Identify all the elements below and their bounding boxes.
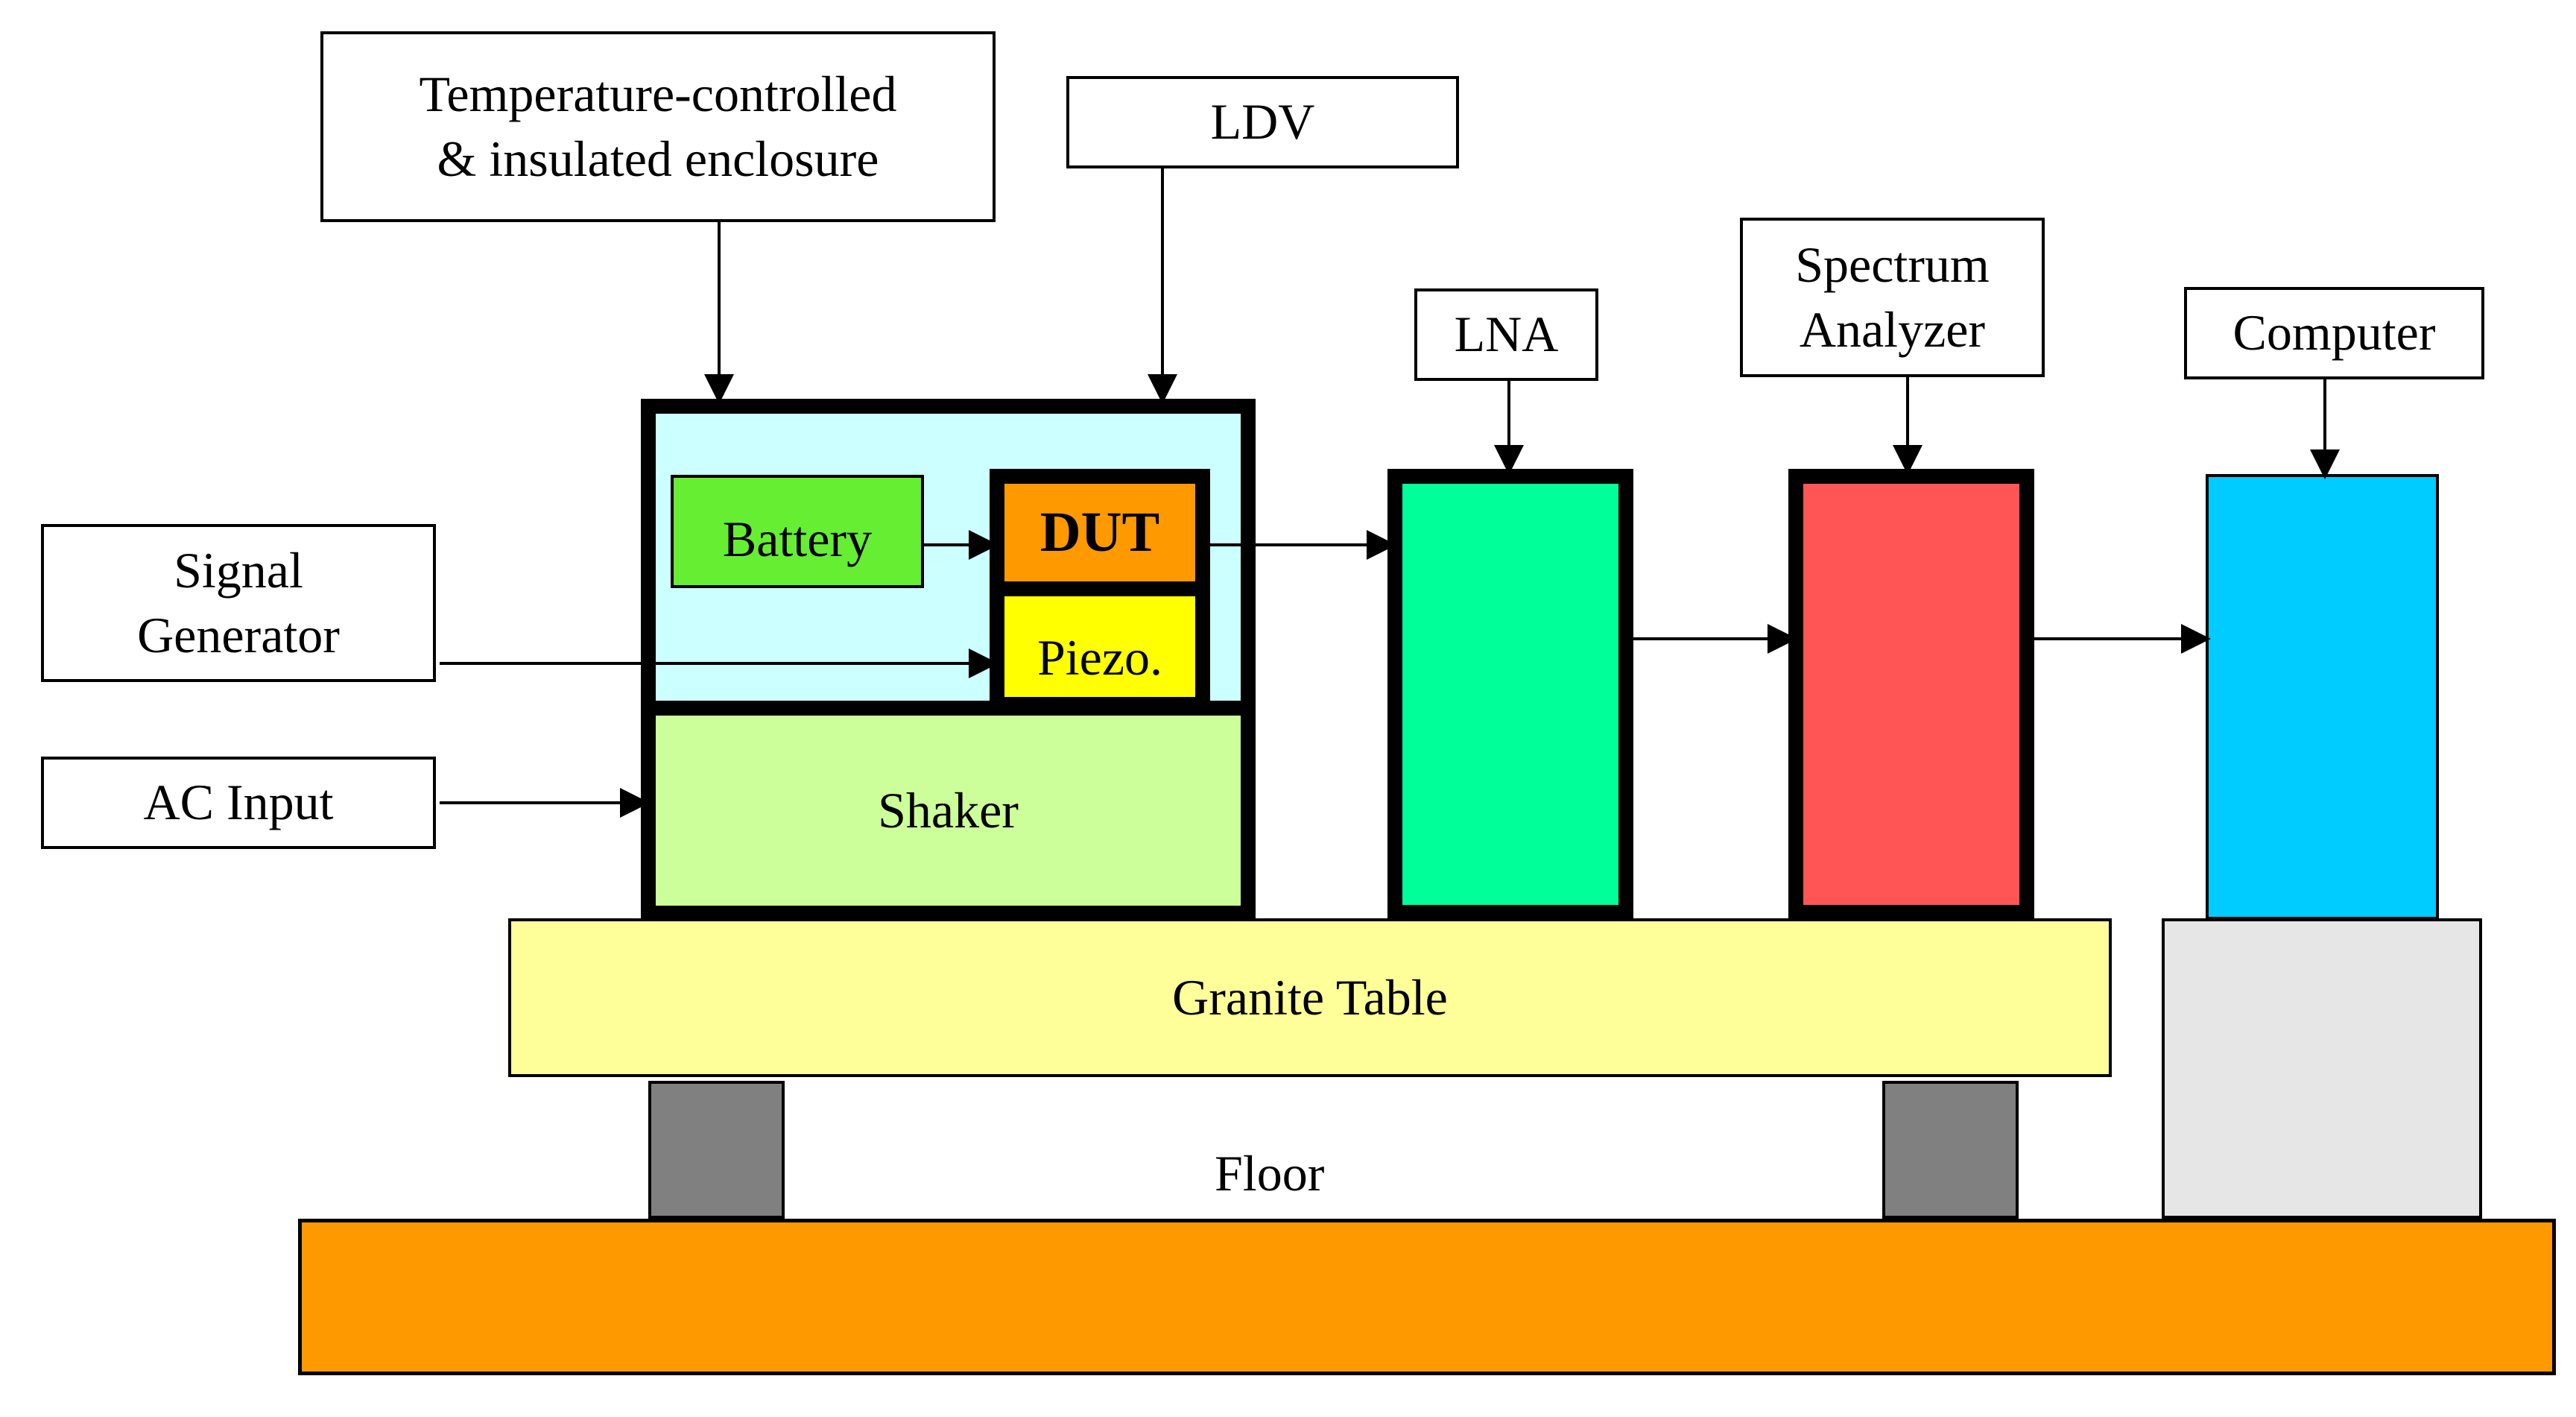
piezo-label: Piezo. <box>1037 629 1163 686</box>
granite-table: Granite Table <box>508 918 2112 1077</box>
signal-generator-label-box: Signal Generator <box>41 524 436 682</box>
spectrum-analyzer-label: Spectrum Analyzer <box>1795 236 1990 358</box>
table-leg-right <box>1882 1081 2019 1219</box>
computer-stand <box>2162 918 2482 1219</box>
lna-label-box: LNA <box>1414 288 1598 381</box>
dut-label: DUT <box>1039 501 1160 564</box>
lna-block <box>1387 469 1633 920</box>
piezo-block: Piezo. <box>990 581 1210 712</box>
ac-input-label: AC Input <box>143 774 334 831</box>
enclosure-label-box: Temperature-controlled & insulated enclo… <box>320 31 996 222</box>
shaker-label: Shaker <box>878 782 1019 839</box>
floor-label: Floor <box>1215 1145 1325 1202</box>
battery-block: Battery <box>671 475 924 588</box>
table-leg-left <box>648 1081 785 1219</box>
granite-table-label: Granite Table <box>1172 969 1448 1026</box>
battery-label: Battery <box>722 510 873 567</box>
computer-label-box: Computer <box>2184 287 2484 379</box>
lna-label: LNA <box>1454 306 1559 363</box>
computer-label: Computer <box>2232 304 2436 362</box>
ldv-label: LDV <box>1210 93 1315 151</box>
enclosure-label: Temperature-controlled & insulated enclo… <box>419 65 897 187</box>
ldv-label-box: LDV <box>1066 76 1459 168</box>
shaker-block: Shaker <box>641 701 1256 921</box>
spectrum-analyzer-label-box: Spectrum Analyzer <box>1740 218 2045 377</box>
computer-block <box>2206 474 2439 920</box>
floor-slab <box>298 1219 2556 1375</box>
spectrum-analyzer-block <box>1788 469 2034 920</box>
signal-generator-label: Signal Generator <box>137 541 340 663</box>
ac-input-label-box: AC Input <box>41 757 436 849</box>
